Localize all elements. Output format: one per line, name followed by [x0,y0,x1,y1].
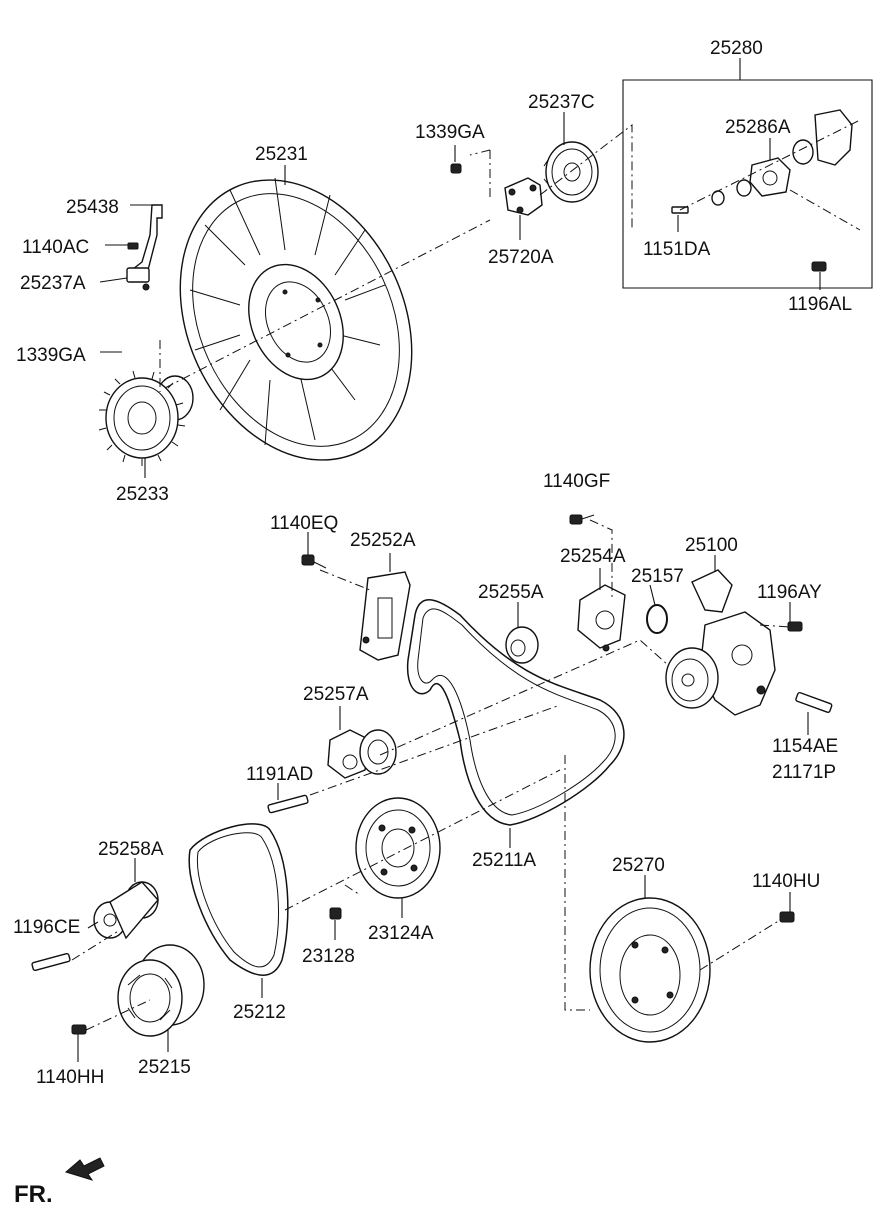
hub-25720A[interactable] [504,177,543,216]
leader-lines [77,112,821,1062]
label-25720A[interactable]: 25720A [488,247,554,268]
damper-25270[interactable] [589,897,711,1043]
label-1191AD[interactable]: 1191AD [246,764,313,785]
bolt-1140HU[interactable] [779,911,795,923]
label-25157[interactable]: 25157 [631,566,684,587]
pulley-25237C[interactable] [543,141,599,203]
label-25212[interactable]: 25212 [233,1002,286,1023]
label-25237A[interactable]: 25237A [20,273,86,294]
label-1196AY[interactable]: 1196AY [757,582,822,603]
nut-1339GA-top[interactable] [450,163,462,174]
label-1196AL[interactable]: 1196AL [788,294,852,315]
kit-25280-box [622,58,873,289]
gasket-25157[interactable] [646,604,668,634]
label-1151DA[interactable]: 1151DA [643,239,711,260]
label-23124A[interactable]: 23124A [368,923,434,944]
label-25215[interactable]: 25215 [138,1057,191,1078]
label-25286A[interactable]: 25286A [725,117,791,138]
label-1154AE[interactable]: 1154AE [772,736,838,757]
label-25254A[interactable]: 25254A [560,546,626,567]
label-25100[interactable]: 25100 [685,535,738,556]
fan-clutch[interactable] [98,370,194,466]
label-25252A[interactable]: 25252A [350,530,416,551]
label-25270[interactable]: 25270 [612,855,665,876]
bracket-25252A[interactable] [359,571,411,661]
ac-belt-25212[interactable] [188,823,289,976]
label-1140HU[interactable]: 1140HU [752,871,820,892]
idler-pulley-25255A[interactable] [505,626,539,664]
label-25438[interactable]: 25438 [66,197,119,218]
ac-pulley-25215[interactable] [117,944,205,1037]
front-direction-label: FR. [14,1181,53,1208]
drive-belt-25211A[interactable] [406,599,625,826]
label-1140GF[interactable]: 1140GF [543,471,610,492]
part-labels: 25280 25237C 1339GA 25286A 25231 25438 1… [13,38,852,1208]
bolt-1140GF[interactable] [569,514,595,525]
label-1339GA-left[interactable]: 1339GA [16,345,86,366]
label-25211A[interactable]: 25211A [472,850,536,871]
label-1339GA-top[interactable]: 1339GA [415,122,485,143]
tensioner-25257A[interactable] [327,729,397,779]
label-25231[interactable]: 25231 [255,144,308,165]
label-25255A[interactable]: 25255A [478,582,544,603]
label-25257A[interactable]: 25257A [303,684,369,705]
label-1140AC[interactable]: 1140AC [22,237,89,258]
bolt-1196AY[interactable] [787,621,803,632]
sensor-bracket[interactable] [126,204,163,291]
idler-bracket-25254A[interactable] [577,584,626,652]
bolt-1140AC[interactable] [127,242,139,250]
center-lines [71,119,861,1031]
bolt-1191AD[interactable] [267,794,309,814]
label-21171P[interactable]: 21171P [772,762,836,783]
label-1140EQ[interactable]: 1140EQ [270,513,338,534]
bolt-1196CE[interactable] [31,952,71,972]
label-25237C[interactable]: 25237C [528,92,595,113]
bolt-1196AL[interactable] [811,261,827,272]
label-25258A[interactable]: 25258A [98,839,164,860]
label-1196CE[interactable]: 1196CE [13,917,80,938]
front-arrow-icon [64,1157,105,1181]
idler-25258A[interactable] [93,881,159,940]
bolt-1140HH[interactable] [71,1024,87,1035]
stud-1154AE[interactable] [795,691,833,713]
bearing-housing-25286A[interactable] [671,109,853,214]
label-25233[interactable]: 25233 [116,484,169,505]
label-25280[interactable]: 25280 [710,38,763,59]
label-23128[interactable]: 23128 [302,946,355,967]
crank-pulley-23124A[interactable] [355,797,441,899]
label-1140HH[interactable]: 1140HH [36,1067,104,1088]
bolt-23128[interactable] [329,907,342,920]
bolt-1140EQ[interactable] [301,554,327,569]
water-pump-25100[interactable] [665,569,776,716]
